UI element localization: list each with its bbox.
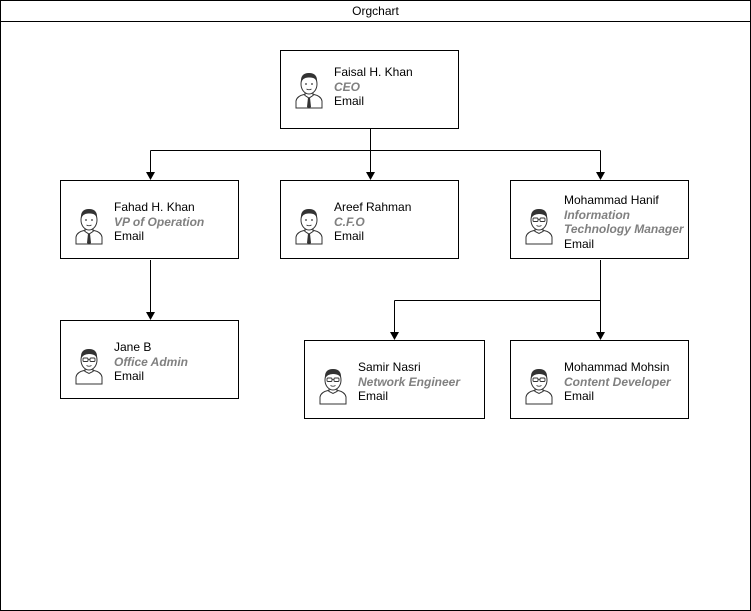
node-name: Mohammad Mohsin xyxy=(564,360,670,374)
node-name: Mohammad Hanif xyxy=(564,193,659,207)
node-email[interactable]: Email xyxy=(564,236,595,251)
node-email[interactable]: Email xyxy=(114,229,145,243)
node-office-admin[interactable]: Jane B Office Admin Email xyxy=(60,320,239,399)
node-role: CEO xyxy=(334,79,361,94)
node-name: Faisal H. Khan xyxy=(334,65,413,79)
node-role: Office Admin xyxy=(114,354,189,369)
node-email[interactable]: Email xyxy=(564,389,595,403)
node-email[interactable]: Email xyxy=(358,389,389,403)
node-vp-operation[interactable]: Fahad H. Khan VP of Operation Email xyxy=(60,180,239,259)
node-email[interactable]: Email xyxy=(334,94,365,108)
man-avatar-icon xyxy=(294,205,324,245)
node-email[interactable]: Email xyxy=(114,369,145,383)
node-role: Technology Manager xyxy=(564,222,684,236)
man-avatar-icon xyxy=(74,205,104,245)
man-glasses-avatar-icon xyxy=(524,365,554,405)
man-avatar-icon xyxy=(294,69,324,109)
node-role: VP of Operation xyxy=(114,214,205,229)
diagram-title: Orgchart xyxy=(1,1,750,22)
node-email[interactable]: Email xyxy=(334,229,365,243)
node-role: Network Engineer xyxy=(358,374,461,389)
node-cfo[interactable]: Areef Rahman C.F.O Email xyxy=(280,180,459,259)
man-glasses-avatar-icon xyxy=(74,345,104,385)
node-name: Samir Nasri xyxy=(358,360,421,374)
node-content-developer[interactable]: Mohammad Mohsin Content Developer Email xyxy=(510,340,689,419)
node-role: Information xyxy=(564,207,630,222)
node-role: Content Developer xyxy=(564,374,671,389)
node-ceo[interactable]: Faisal H. Khan CEO Email xyxy=(280,50,459,129)
node-name: Areef Rahman xyxy=(334,200,412,214)
node-name: Fahad H. Khan xyxy=(114,200,195,214)
node-role: C.F.O xyxy=(334,214,365,229)
node-network-engineer[interactable]: Samir Nasri Network Engineer Email xyxy=(304,340,485,419)
node-it-manager[interactable]: Mohammad Hanif Information Technology Ma… xyxy=(510,180,689,259)
man-glasses-avatar-icon xyxy=(524,205,554,245)
node-name: Jane B xyxy=(114,340,152,354)
man-glasses-avatar-icon xyxy=(318,365,348,405)
